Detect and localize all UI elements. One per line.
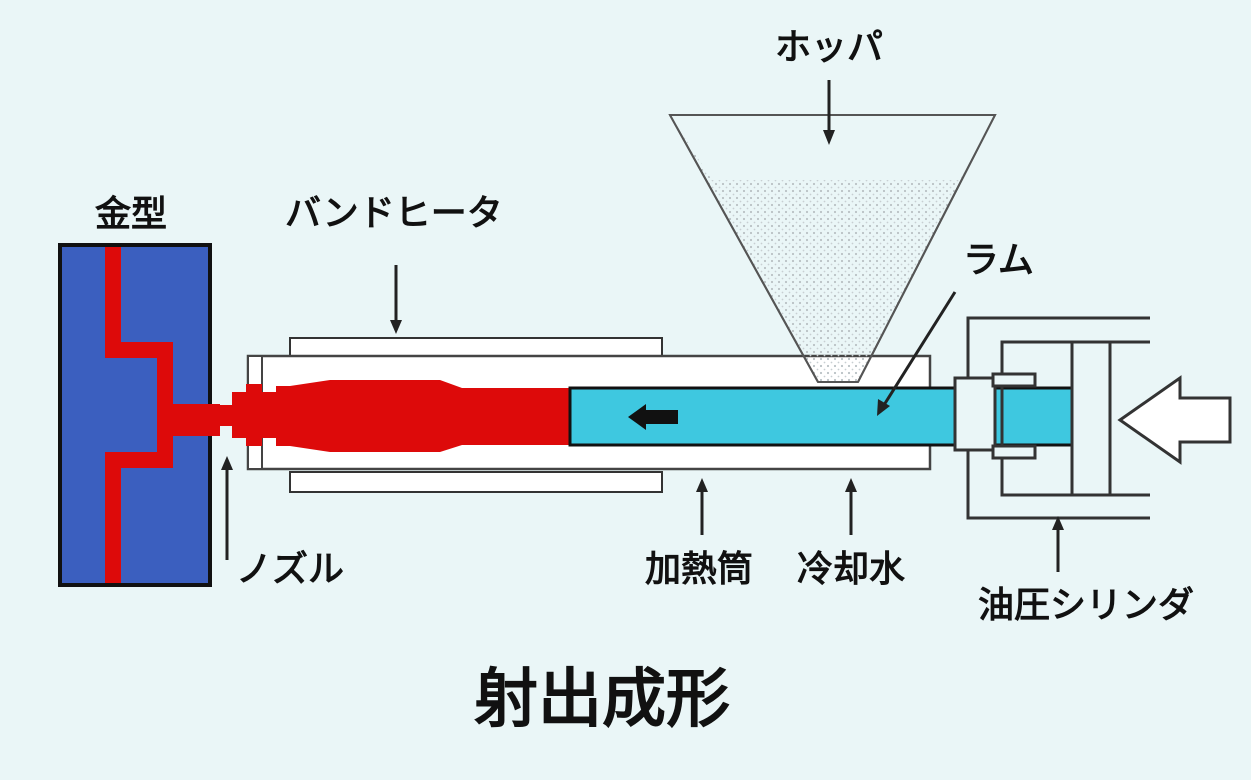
mold-label: 金型 <box>95 194 168 235</box>
band-heater-bottom <box>289 471 663 493</box>
nozzle-label: ノズル <box>236 549 345 590</box>
push-arrow-icon <box>1117 375 1232 465</box>
hopper-label: ホッパ <box>775 27 884 68</box>
cooling-water-label: 冷却水 <box>797 549 906 590</box>
band-heater-label: バンドヒータ <box>285 193 503 234</box>
ram-label: ラム <box>963 240 1034 281</box>
molten-resin <box>212 380 570 452</box>
heating-cylinder-label: 加熱筒 <box>645 549 754 590</box>
pointer-arrows <box>221 80 1064 572</box>
hydraulic-cylinder <box>953 316 1150 520</box>
ram-direction-arrow-icon <box>628 404 678 430</box>
mold <box>58 243 220 587</box>
diagram-title: 射出成形 <box>474 663 730 737</box>
hydraulic-cylinder-label: 油圧シリンダ <box>978 585 1195 626</box>
